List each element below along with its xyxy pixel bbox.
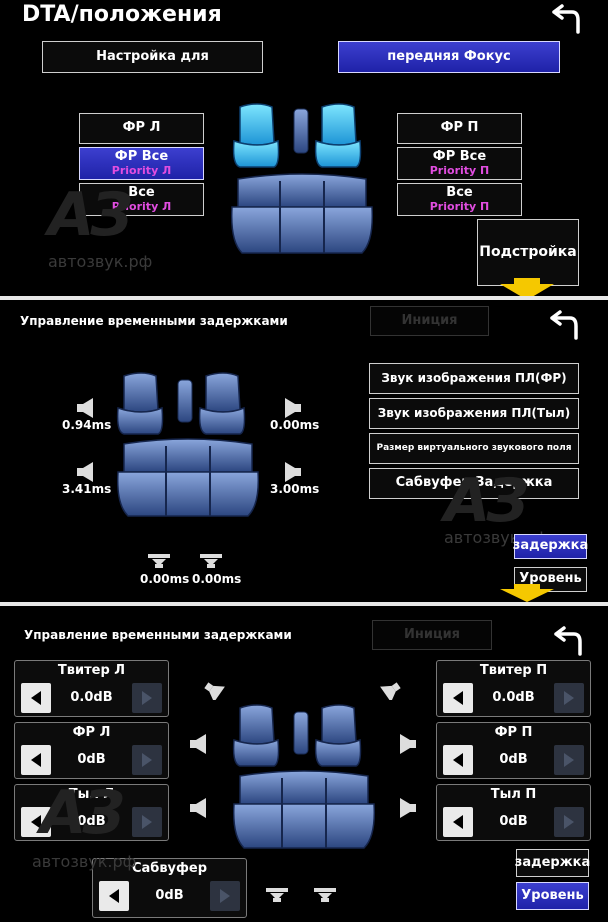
triangle-left-icon bbox=[31, 753, 41, 767]
increase-button[interactable] bbox=[132, 807, 162, 837]
triangle-right-icon bbox=[142, 815, 152, 829]
back-arrow-icon[interactable] bbox=[548, 4, 582, 34]
delay-rear-right: 3.00ms bbox=[270, 482, 320, 496]
decrease-button[interactable] bbox=[99, 881, 129, 911]
triangle-left-icon bbox=[31, 815, 41, 829]
speaker-rear-left-icon bbox=[190, 798, 206, 818]
level-tab[interactable]: Уровень bbox=[514, 567, 587, 592]
decrease-button[interactable] bbox=[443, 745, 473, 775]
fr-right-level-control: ФР П 0dB bbox=[436, 722, 591, 779]
fr-left-button[interactable]: ФР Л bbox=[79, 113, 204, 144]
page-title: Управление временными задержками bbox=[24, 628, 292, 642]
increase-button[interactable] bbox=[132, 745, 162, 775]
level-tab[interactable]: Уровень bbox=[516, 882, 589, 910]
page-title: DTA/положения bbox=[22, 2, 222, 27]
delay-front-right: 0.00ms bbox=[270, 418, 320, 432]
triangle-right-icon bbox=[564, 691, 574, 705]
subwoofer-level-control: Сабвуфер 0dB bbox=[92, 858, 247, 918]
decrease-button[interactable] bbox=[21, 807, 51, 837]
triangle-right-icon bbox=[564, 753, 574, 767]
divider bbox=[0, 602, 608, 606]
decrease-button[interactable] bbox=[21, 683, 51, 713]
delay-tab[interactable]: задержка bbox=[515, 849, 590, 877]
speaker-front-right-icon bbox=[400, 734, 416, 754]
watermark-logo: АЗ bbox=[48, 180, 133, 250]
triangle-right-icon bbox=[142, 753, 152, 767]
adjust-button[interactable]: Подстройка bbox=[477, 219, 579, 286]
front-focus-button[interactable]: передняя Фокус bbox=[338, 41, 560, 73]
rear-left-level-control: Тыл Л 0dB bbox=[14, 784, 169, 841]
car-seats-icon bbox=[232, 704, 376, 849]
delay-tab[interactable]: задержка bbox=[513, 534, 588, 559]
virtual-sound-field-button[interactable]: Размер виртуального звукового поля bbox=[369, 433, 579, 464]
subwoofer-delay-button[interactable]: Сабвуфер Задержка bbox=[369, 468, 579, 499]
speaker-rear-left-icon bbox=[77, 462, 93, 482]
speaker-rear-right-icon bbox=[400, 798, 416, 818]
subwoofer-left-icon bbox=[266, 888, 288, 902]
page-title: Управление временными задержками bbox=[20, 314, 288, 328]
car-seats-icon bbox=[116, 372, 260, 517]
triangle-left-icon bbox=[31, 691, 41, 705]
back-arrow-icon[interactable] bbox=[550, 626, 584, 656]
watermark-logo: АЗ bbox=[40, 778, 125, 848]
level-panel: Управление временными задержками Иниция … bbox=[0, 606, 608, 922]
watermark-text: автозвук.рф bbox=[48, 252, 153, 271]
dta-position-panel: DTA/положения Настройка для передняя Фок… bbox=[0, 0, 608, 296]
subwoofer-right-icon bbox=[200, 554, 222, 568]
down-arrow-icon bbox=[500, 278, 554, 296]
triangle-left-icon bbox=[453, 691, 463, 705]
increase-button[interactable] bbox=[554, 745, 584, 775]
fr-all-priority-left-button[interactable]: ФР Все Priority Л bbox=[79, 147, 204, 180]
delay-sub-2: 0.00ms bbox=[192, 572, 242, 586]
tweeter-right-control: Твитер П 0.0dB bbox=[436, 660, 591, 717]
watermark-text: автозвук.рф bbox=[32, 852, 137, 871]
speaker-front-left-icon bbox=[77, 398, 93, 418]
fr-right-button[interactable]: ФР П bbox=[397, 113, 522, 144]
triangle-left-icon bbox=[109, 889, 119, 903]
speaker-front-right-icon bbox=[285, 398, 301, 418]
delay-rear-left: 3.41ms bbox=[62, 482, 112, 496]
speaker-front-left-icon bbox=[190, 734, 206, 754]
delay-front-left: 0.94ms bbox=[62, 418, 112, 432]
divider bbox=[0, 296, 608, 300]
tweeter-left-icon bbox=[204, 682, 225, 700]
decrease-button[interactable] bbox=[21, 745, 51, 775]
rear-right-level-control: Тыл П 0dB bbox=[436, 784, 591, 841]
increase-button[interactable] bbox=[554, 807, 584, 837]
triangle-right-icon bbox=[142, 691, 152, 705]
setup-for-button[interactable]: Настройка для bbox=[42, 41, 263, 73]
sound-image-front-button[interactable]: Звук изображения ПЛ(ФР) bbox=[369, 363, 579, 394]
triangle-left-icon bbox=[453, 815, 463, 829]
increase-button[interactable] bbox=[554, 683, 584, 713]
fr-left-level-control: ФР Л 0dB bbox=[14, 722, 169, 779]
all-priority-left-button[interactable]: Все Priority Л bbox=[79, 183, 204, 216]
subwoofer-left-icon bbox=[148, 554, 170, 568]
sound-image-rear-button[interactable]: Звук изображения ПЛ(Тыл) bbox=[369, 398, 579, 429]
decrease-button[interactable] bbox=[443, 807, 473, 837]
speaker-rear-right-icon bbox=[285, 462, 301, 482]
increase-button[interactable] bbox=[210, 881, 240, 911]
decrease-button[interactable] bbox=[443, 683, 473, 713]
back-arrow-icon[interactable] bbox=[546, 310, 580, 340]
time-delay-panel: Управление временными задержками Иниция … bbox=[0, 300, 608, 602]
delay-sub-1: 0.00ms bbox=[140, 572, 190, 586]
init-button[interactable]: Иниция bbox=[370, 306, 489, 336]
car-seats-icon bbox=[230, 103, 374, 254]
fr-all-priority-right-button[interactable]: ФР Все Priority П bbox=[397, 147, 522, 180]
init-button[interactable]: Иниция bbox=[372, 620, 492, 650]
triangle-right-icon bbox=[220, 889, 230, 903]
tweeter-right-icon bbox=[380, 682, 401, 700]
increase-button[interactable] bbox=[132, 683, 162, 713]
triangle-right-icon bbox=[564, 815, 574, 829]
down-arrow-icon bbox=[500, 584, 554, 602]
all-priority-right-button[interactable]: Все Priority П bbox=[397, 183, 522, 216]
triangle-left-icon bbox=[453, 753, 463, 767]
subwoofer-right-icon bbox=[314, 888, 336, 902]
watermark-logo: АЗ bbox=[444, 466, 529, 536]
tweeter-left-control: Твитер Л 0.0dB bbox=[14, 660, 169, 717]
